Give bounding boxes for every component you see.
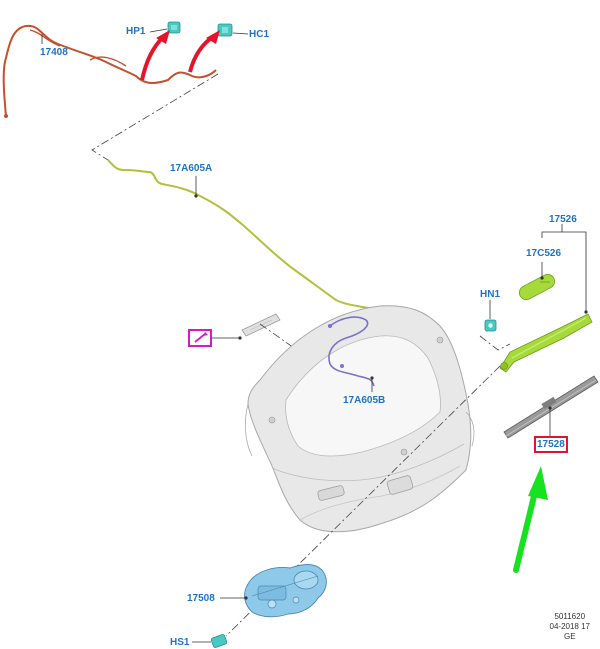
callout-hc1: HC1: [249, 29, 270, 40]
nut-hn1: [484, 319, 497, 332]
callout-17a605b: 17A605B: [343, 395, 386, 406]
connector-arrow-hc1: [188, 34, 216, 73]
harness-17408: [2, 24, 217, 117]
diagram-number: 5011620: [554, 612, 586, 621]
harness-17a605a: [107, 159, 379, 311]
callout-hp1: HP1: [126, 26, 146, 37]
callout-17c526: 17C526: [526, 248, 562, 259]
routing-line-upper: [91, 73, 219, 161]
callout-17526: 17526: [549, 214, 577, 225]
callout-hn1: HN1: [480, 289, 501, 300]
diagram-meta: 5011620 04-2018 17 GE: [550, 612, 590, 642]
callout-17528: 17528: [537, 439, 565, 450]
pointer-arrow: [513, 466, 548, 573]
liftgate-panel: [244, 305, 475, 533]
wiper-arm: [499, 313, 593, 373]
harness-17a605b: [328, 316, 375, 387]
connector-arrow-hp1: [140, 34, 166, 81]
connector-hs1: [210, 634, 228, 648]
pencil-icon: [194, 332, 208, 343]
callout-17408: 17408: [40, 47, 68, 58]
connector-hp1: [167, 21, 181, 34]
diagram-date-code: 04-2018 17: [549, 622, 590, 631]
highlight-box-17528: [534, 436, 568, 453]
diagram-region-code: GE: [563, 632, 576, 641]
reference-box: [188, 329, 212, 347]
wiper-cap: [519, 273, 555, 301]
connector-hc1: [217, 23, 233, 37]
callout-hs1: HS1: [170, 637, 190, 648]
wiper-motor: [244, 564, 327, 618]
callout-17508: 17508: [187, 593, 215, 604]
callout-17a605a: 17A605A: [170, 163, 213, 174]
